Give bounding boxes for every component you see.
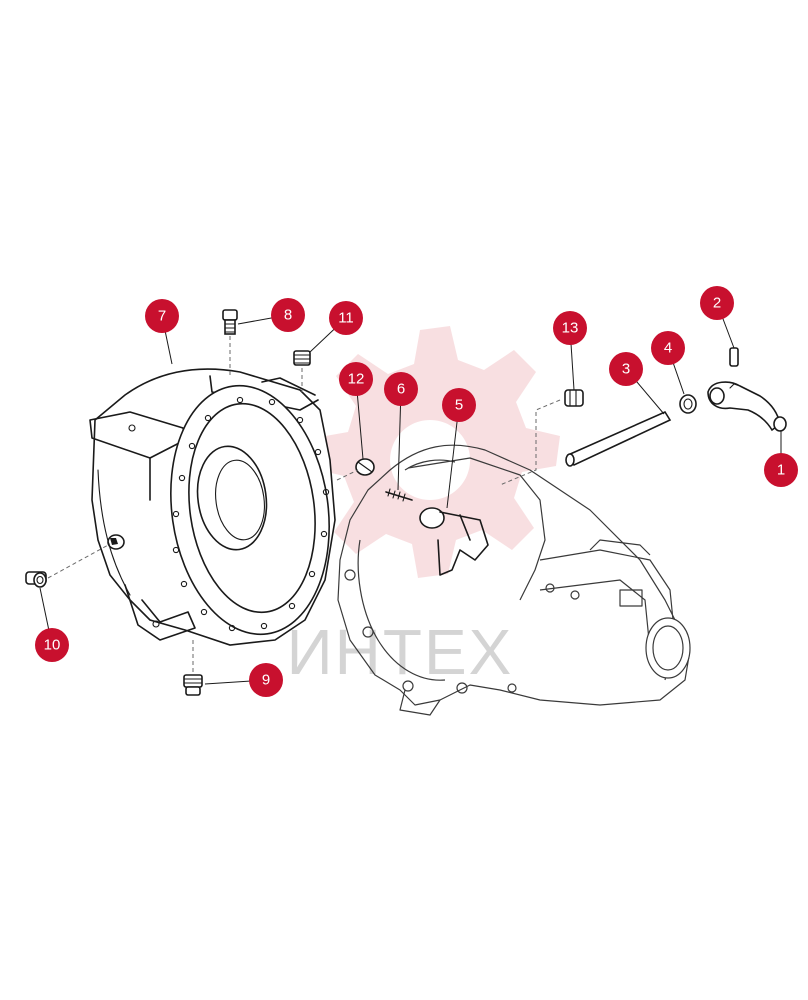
callout-label: 5 [455, 397, 463, 414]
callout-label: 9 [262, 672, 270, 689]
part-1-lever [707, 381, 787, 432]
flange-bolt-holes [172, 396, 330, 632]
part-5-shift-fork [419, 507, 489, 576]
watermark-gear-icon [310, 326, 560, 578]
part-11-plug [293, 350, 311, 366]
assembly-lines [47, 336, 561, 672]
watermark-gear-logo [310, 326, 560, 578]
callout-label: 3 [622, 361, 630, 378]
part-3-shaft [565, 410, 672, 467]
callout-3: 3 [609, 352, 643, 386]
part-10-fitting [25, 571, 47, 588]
part-12-plug [355, 458, 375, 476]
callout-4: 4 [651, 331, 685, 365]
clutch-housing [89, 368, 336, 646]
callout-12: 12 [339, 362, 373, 396]
watermark-text: ИНТЕХ [287, 616, 514, 688]
callout-6: 6 [384, 372, 418, 406]
callout-label: 8 [284, 307, 292, 324]
callout-label: 13 [562, 320, 579, 337]
callout-label: 4 [664, 340, 672, 357]
part-8-breather [222, 309, 238, 335]
callout-label: 7 [158, 308, 166, 325]
callout-13: 13 [553, 311, 587, 345]
callout-5: 5 [442, 388, 476, 422]
callout-9: 9 [249, 663, 283, 697]
callout-7: 7 [145, 299, 179, 333]
callout-label: 2 [713, 295, 721, 312]
callout-label: 12 [348, 371, 365, 388]
part-13-bushing [564, 389, 584, 407]
part-6-stud [385, 488, 413, 502]
callout-8: 8 [271, 298, 305, 332]
callout-2: 2 [700, 286, 734, 320]
part-9-drain-plug [183, 674, 203, 696]
part-2-pin [729, 347, 739, 367]
callout-1: 1 [764, 453, 798, 487]
callout-label: 11 [338, 310, 354, 327]
callout-10: 10 [35, 628, 69, 662]
callout-label: 10 [44, 637, 61, 654]
callout-label: 1 [777, 462, 785, 479]
part-4-washer [679, 394, 697, 414]
axle-housing [337, 444, 691, 716]
callout-label: 6 [397, 381, 405, 398]
callout-11: 11 [329, 301, 363, 335]
